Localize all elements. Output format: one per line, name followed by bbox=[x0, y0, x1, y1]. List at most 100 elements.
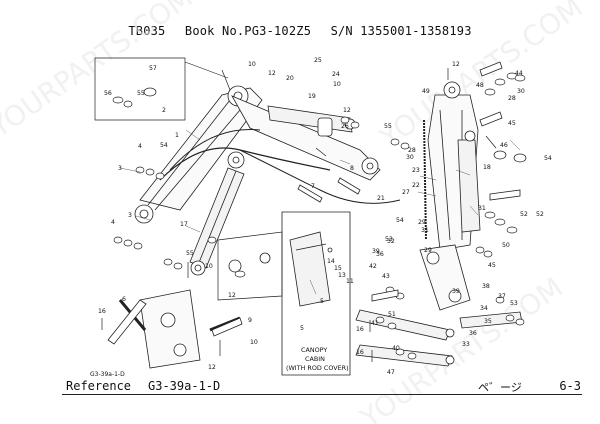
callout-57: 57 bbox=[149, 65, 157, 72]
callout-53: 53 bbox=[385, 236, 393, 243]
callout-55: 55 bbox=[137, 90, 145, 97]
leader-lines bbox=[119, 129, 521, 295]
hose-3 bbox=[169, 129, 261, 171]
callout-50: 50 bbox=[502, 242, 510, 249]
callout-48: 48 bbox=[476, 82, 484, 89]
callout-28: 28 bbox=[408, 147, 416, 154]
swing-bracket bbox=[118, 289, 241, 369]
inset-box-cylinder-pin bbox=[217, 231, 283, 301]
footer-divider bbox=[62, 394, 582, 395]
callout-1: 1 bbox=[175, 132, 179, 139]
callout-55: 55 bbox=[384, 123, 392, 130]
boom-cylinder bbox=[189, 151, 245, 276]
callout-31: 31 bbox=[421, 227, 429, 234]
callout-10: 10 bbox=[248, 61, 256, 68]
callout-25: 25 bbox=[314, 57, 322, 64]
callout-49: 49 bbox=[422, 88, 430, 95]
bolts bbox=[101, 68, 497, 362]
callout-labels: 1233445567891010101011121212121213141516… bbox=[98, 57, 552, 376]
callout-42: 42 bbox=[369, 263, 377, 270]
callout-51: 51 bbox=[388, 311, 396, 318]
callout-10: 10 bbox=[333, 81, 341, 88]
callout-35: 35 bbox=[484, 318, 492, 325]
reference-label: Reference bbox=[66, 379, 132, 393]
page-header: TB035 Book No.PG3-102Z5 S/N 1355001-1358… bbox=[0, 24, 600, 38]
callout-17: 17 bbox=[180, 221, 188, 228]
book-number: Book No.PG3-102Z5 bbox=[184, 24, 312, 38]
canopy-label-line-3: (WITH ROD COVER) bbox=[286, 364, 349, 372]
callout-4: 4 bbox=[138, 143, 142, 150]
canopy-label-line-1: CANOPY bbox=[301, 346, 327, 354]
callout-30: 30 bbox=[517, 88, 525, 95]
callout-36: 36 bbox=[469, 330, 477, 337]
callout-21: 21 bbox=[377, 195, 385, 202]
callout-32: 32 bbox=[387, 238, 395, 245]
callout-47: 47 bbox=[387, 369, 395, 376]
reference-code: G3-39a-1-D bbox=[148, 379, 221, 393]
callout-18: 18 bbox=[483, 164, 491, 171]
callout-29: 29 bbox=[424, 247, 432, 254]
callout-16: 16 bbox=[98, 308, 106, 315]
callout-44: 44 bbox=[515, 70, 523, 77]
callout-3: 3 bbox=[128, 212, 132, 219]
model-code: TB035 bbox=[128, 24, 166, 38]
stick-hose bbox=[423, 119, 427, 241]
callout-41: 41 bbox=[371, 320, 379, 327]
inset-box-canopy bbox=[281, 211, 351, 376]
callout-5: 5 bbox=[300, 325, 304, 332]
arm-cylinder bbox=[267, 105, 356, 137]
callout-38: 38 bbox=[482, 283, 490, 290]
page-number: 6-3 bbox=[559, 379, 581, 393]
callout-24: 24 bbox=[332, 71, 340, 78]
callout-12: 12 bbox=[228, 292, 236, 299]
callout-12: 12 bbox=[268, 70, 276, 77]
diagram-reference-code: G3-39a-1-D bbox=[90, 371, 125, 378]
callout-5: 5 bbox=[320, 298, 324, 305]
callout-46: 46 bbox=[500, 142, 508, 149]
callout-12: 12 bbox=[343, 107, 351, 114]
callout-8: 8 bbox=[350, 165, 354, 172]
page-footer: Reference G3-39a-1-D ペ゛ージ 6-3 bbox=[66, 379, 581, 395]
callout-33: 33 bbox=[462, 341, 470, 348]
callout-9: 9 bbox=[248, 317, 252, 324]
callout-20: 20 bbox=[286, 75, 294, 82]
callout-54: 54 bbox=[160, 142, 168, 149]
hose-2 bbox=[239, 149, 401, 204]
callout-26: 26 bbox=[341, 123, 349, 130]
callout-37: 37 bbox=[498, 293, 506, 300]
callout-45: 45 bbox=[488, 262, 496, 269]
canopy-label-line-2: CABIN bbox=[305, 355, 325, 363]
callout-3: 3 bbox=[118, 165, 122, 172]
watermark-text-2: YOURPARTS.COM bbox=[373, 0, 588, 155]
callout-54: 54 bbox=[544, 155, 552, 162]
pins bbox=[107, 61, 521, 345]
bucket-linkage bbox=[355, 244, 523, 367]
inset-box-pin bbox=[94, 57, 186, 121]
callout-56: 56 bbox=[104, 90, 112, 97]
callout-30: 30 bbox=[406, 154, 414, 161]
callout-13: 13 bbox=[338, 272, 346, 279]
callout-53: 53 bbox=[510, 300, 518, 307]
callout-12: 12 bbox=[208, 364, 216, 371]
callout-14: 14 bbox=[327, 258, 335, 265]
callout-7: 7 bbox=[311, 183, 315, 190]
callout-27: 27 bbox=[402, 189, 410, 196]
callout-34: 34 bbox=[480, 305, 488, 312]
callout-39: 39 bbox=[452, 288, 460, 295]
callout-6: 6 bbox=[122, 296, 126, 303]
callout-43: 43 bbox=[382, 273, 390, 280]
callout-54: 54 bbox=[396, 217, 404, 224]
callout-23: 23 bbox=[412, 167, 420, 174]
callout-19: 19 bbox=[308, 93, 316, 100]
callout-16: 16 bbox=[356, 349, 364, 356]
callout-15: 15 bbox=[334, 265, 342, 272]
watermark-text-1: YOURPARTS.COM bbox=[0, 0, 199, 145]
page-label: ペ゛ージ bbox=[478, 381, 522, 394]
callout-11: 11 bbox=[346, 278, 354, 285]
callout-4: 4 bbox=[111, 219, 115, 226]
callout-29: 29 bbox=[418, 219, 426, 226]
callout-40: 40 bbox=[392, 345, 400, 352]
callout-16: 16 bbox=[356, 326, 364, 333]
serial-range: S/N 1355001-1358193 bbox=[330, 24, 472, 38]
